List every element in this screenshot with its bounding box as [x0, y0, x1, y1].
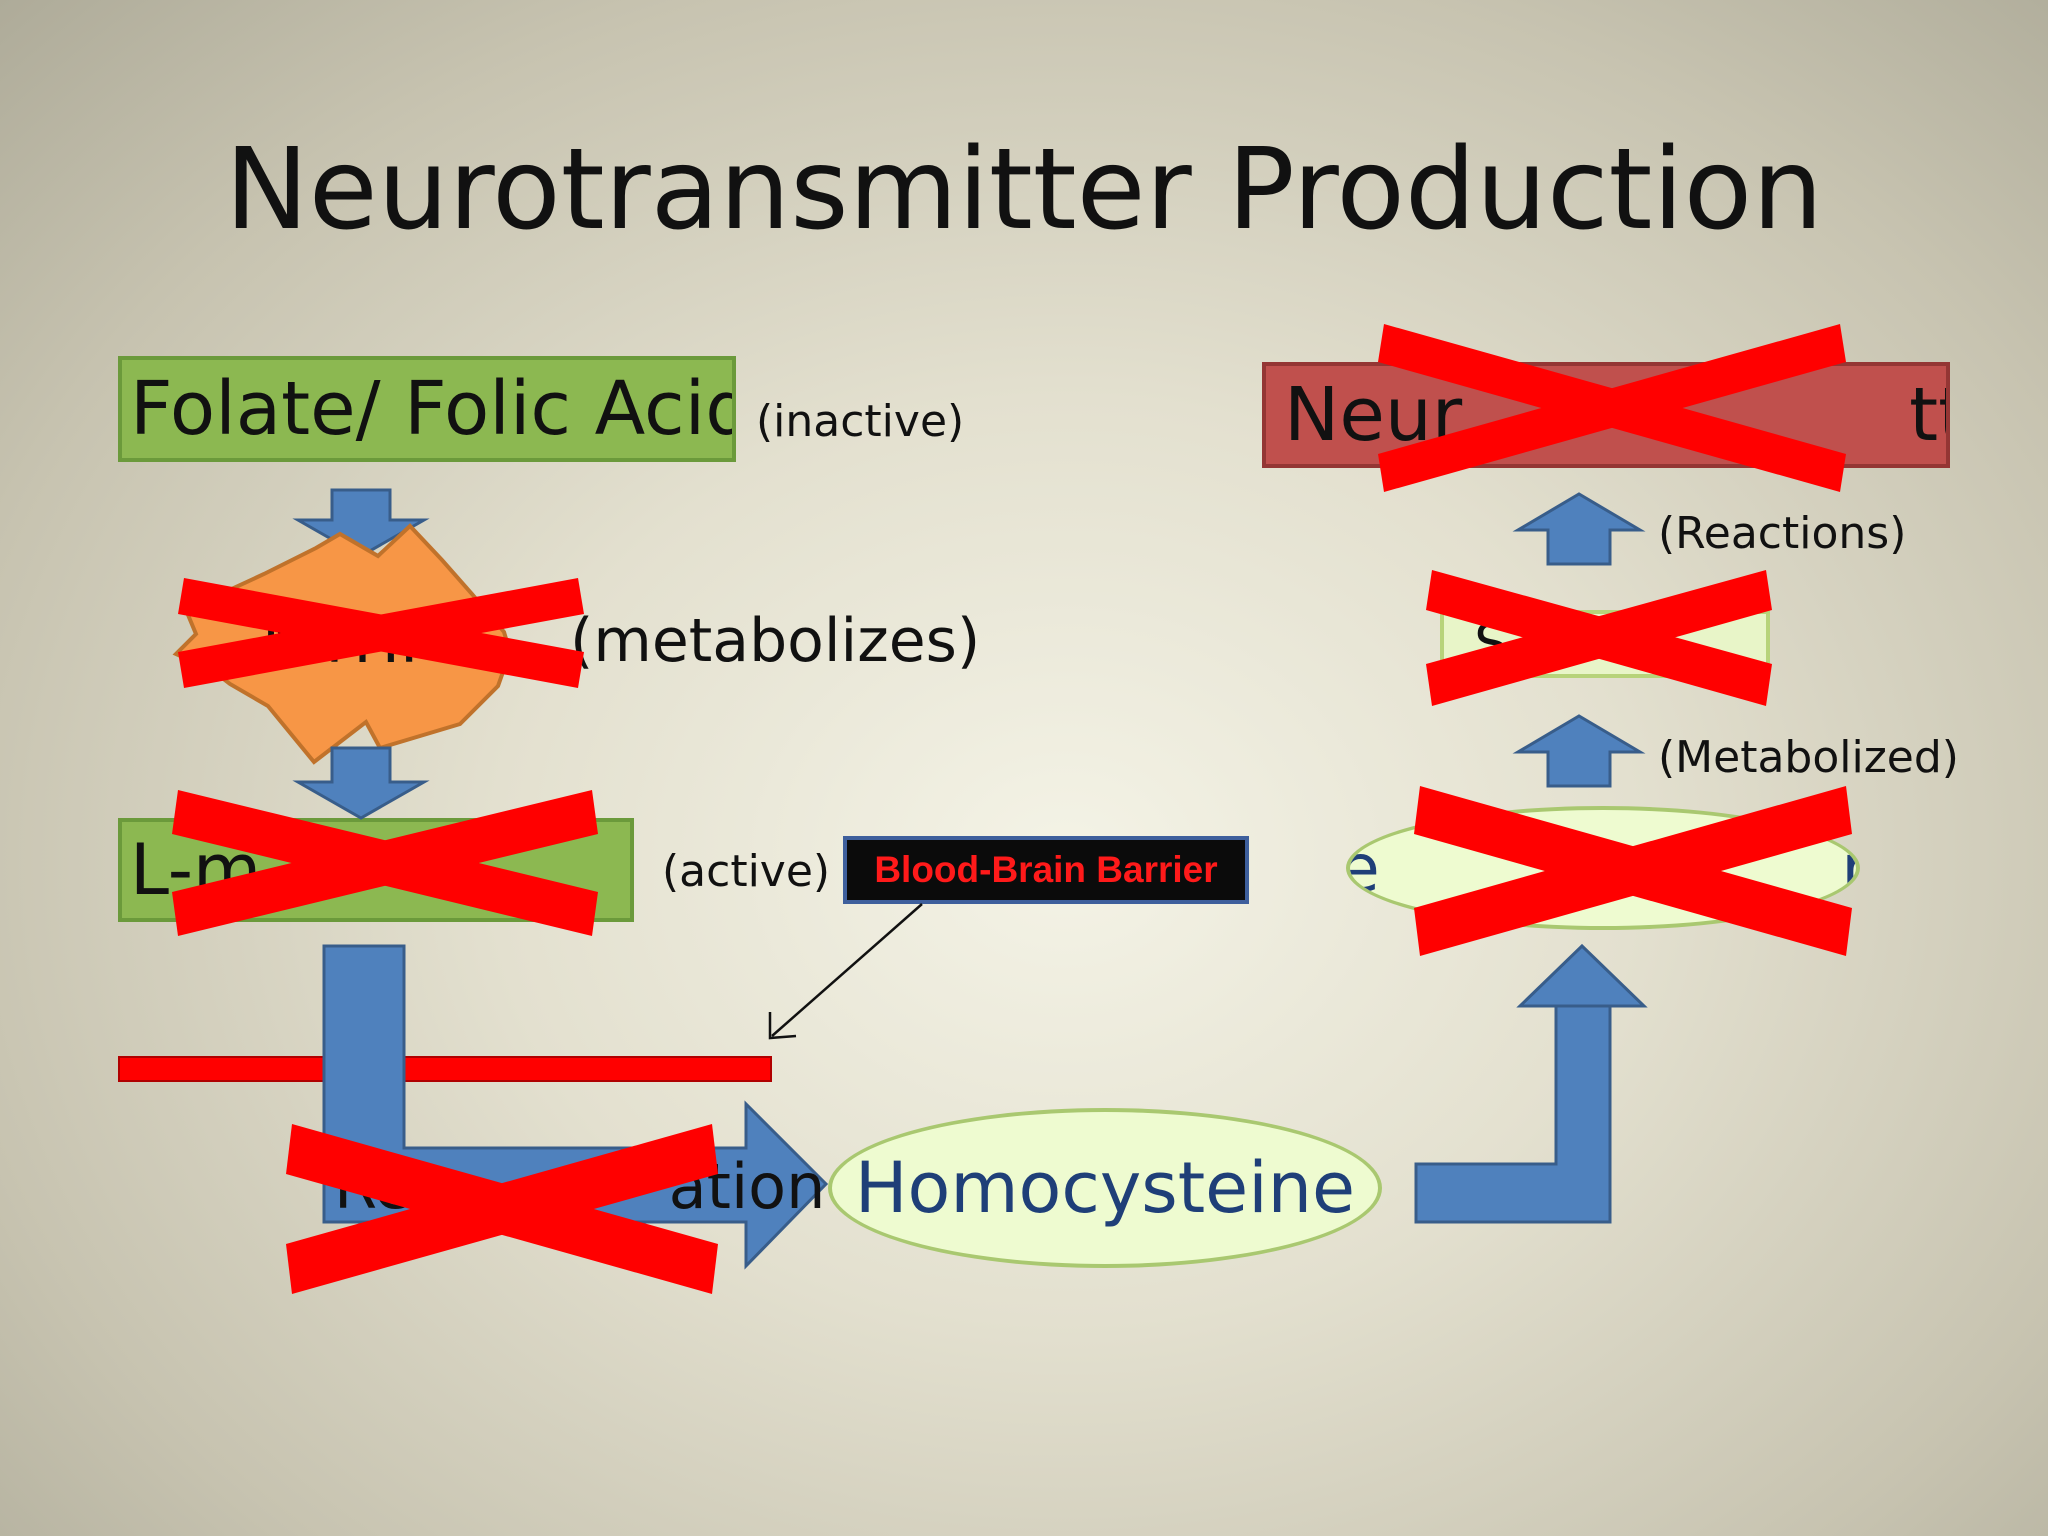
folate-box: Folate/ Folic Acid: [118, 356, 736, 462]
folate-label: Folate/ Folic Acid: [130, 366, 736, 452]
barrier-pointer-head-icon: [768, 1012, 797, 1040]
cross-methylfolate-icon: [172, 790, 598, 936]
barrier-pointer-line: [771, 903, 923, 1037]
up-arrow-metabolized-icon: [1512, 714, 1646, 788]
methylfolate-note: (active): [662, 846, 831, 897]
reactions-note: (Reactions): [1658, 508, 1907, 559]
homocysteine-ellipse: Homocysteine: [828, 1108, 1382, 1268]
enzyme-note: (metabolizes): [570, 606, 981, 676]
blood-brain-barrier-label: Blood-Brain Barrier: [843, 836, 1249, 904]
up-arrow-reactions-icon: [1512, 492, 1646, 566]
cross-neurotransmitters-icon: [1378, 324, 1846, 492]
down-arrow-1-icon: [292, 488, 430, 558]
metabolized-note: (Metabolized): [1658, 732, 1959, 783]
cross-remethylation-icon: [286, 1124, 718, 1294]
slide-title: Neurotransmitter Production: [224, 125, 1824, 255]
blood-brain-barrier-bar: [118, 1056, 772, 1082]
homocysteine-up-arrow-icon: [1414, 943, 1648, 1224]
cross-enzyme-icon: [178, 578, 584, 688]
homocysteine-label: Homocysteine: [854, 1147, 1356, 1229]
cross-same-icon: [1426, 570, 1772, 706]
cross-methionine-icon: [1414, 786, 1852, 956]
folate-note: (inactive): [756, 396, 965, 447]
down-arrow-2-icon: [292, 746, 430, 820]
